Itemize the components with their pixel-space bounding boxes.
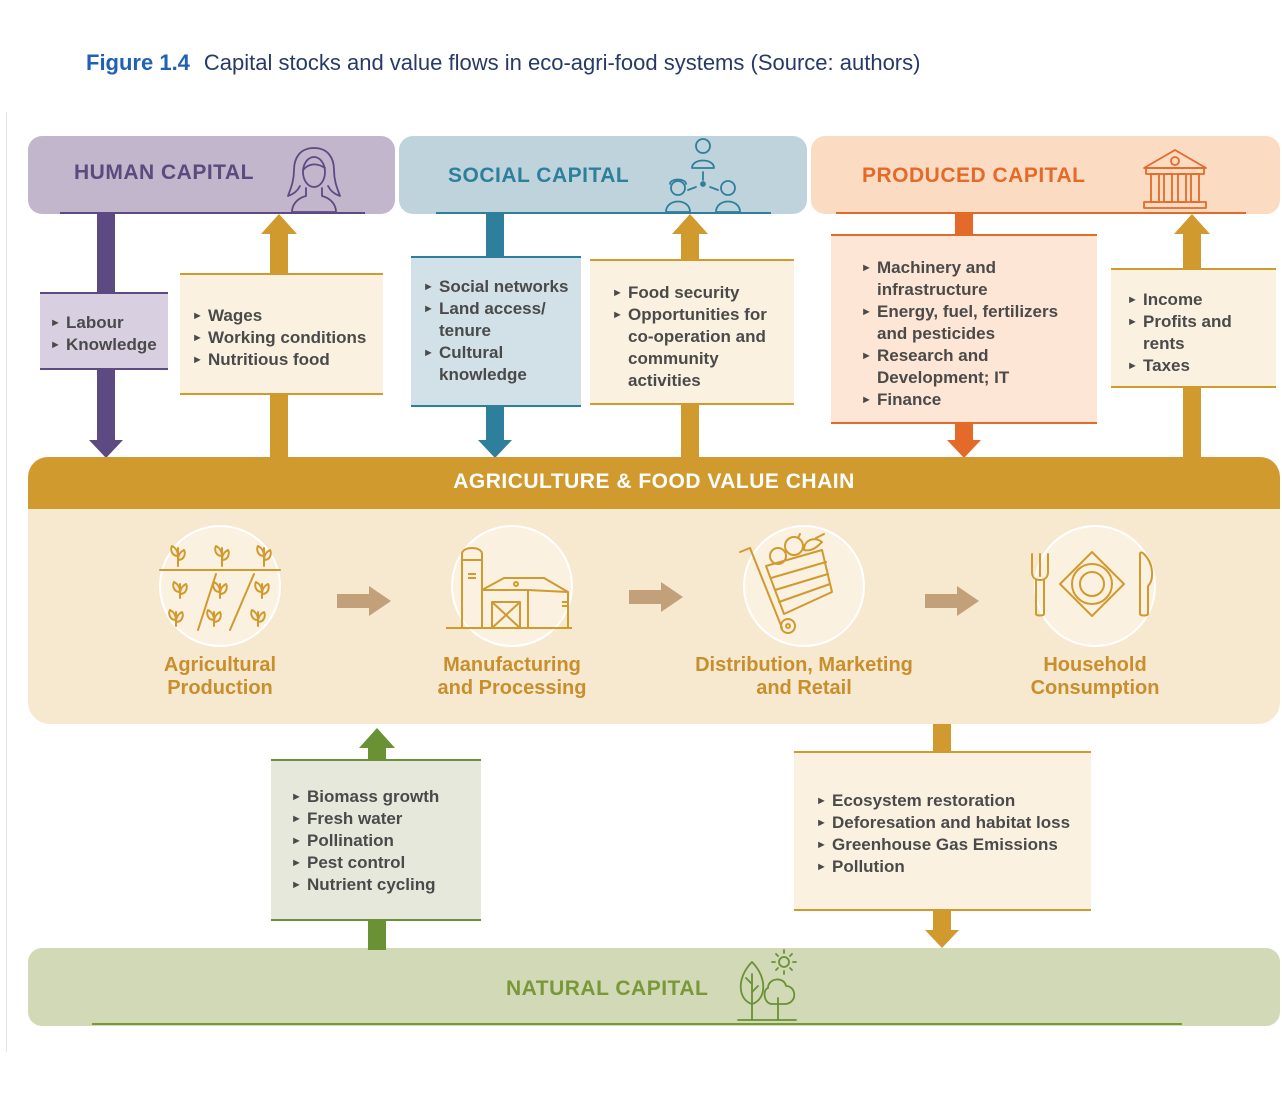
stage-label-line: Agricultural — [163, 654, 277, 676]
human-capital-title: HUMAN CAPITAL — [74, 161, 254, 184]
list-item: Research and Development; IT — [861, 345, 1091, 389]
produced-capital-title: PRODUCED CAPITAL — [862, 164, 1086, 187]
building-columns-icon — [1143, 149, 1207, 209]
stage-label-line: Household — [1043, 654, 1147, 676]
list-item: Cultural knowledge — [423, 342, 581, 386]
labour-arrow-head — [89, 440, 123, 458]
produced-inputs-box: Machinery and infrastructure Energy, fue… — [831, 234, 1097, 424]
produce-cart-icon — [739, 533, 833, 634]
ecosystem-services-arrow-head — [359, 728, 395, 748]
flow-arrow-icon — [629, 582, 683, 612]
crops-field-icon — [159, 545, 281, 631]
natural-capital-title: NATURAL CAPITAL — [506, 977, 709, 1000]
tree-sun-icon — [737, 949, 797, 1021]
social-capital-bar — [399, 136, 807, 214]
social-capital-title: SOCIAL CAPITAL — [448, 164, 630, 187]
panel-edge — [6, 112, 7, 1052]
value-chain-title: AGRICULTURE & FOOD VALUE CHAIN — [453, 470, 855, 493]
social-capital-underline — [436, 212, 771, 214]
stage-label-household: Household Consumption — [975, 654, 1215, 700]
produced-returns-box: Income Profits and rents Taxes — [1111, 268, 1276, 388]
list-item: Nutrient cycling — [291, 874, 481, 896]
list-item: Pest control — [291, 852, 481, 874]
list-item: Pollution — [816, 856, 1091, 878]
list-item: Opportunities for co-operation and commu… — [612, 304, 790, 392]
stage-label-line: Production — [167, 677, 273, 699]
stage-label-line: and Retail — [756, 677, 852, 699]
human-capital-underline — [60, 212, 365, 214]
figure-number: Figure 1.4 — [86, 50, 190, 75]
list-item: Greenhouse Gas Emissions — [816, 834, 1091, 856]
list-item: Finance — [861, 389, 1091, 411]
figure-caption: Capital stocks and value flows in eco-ag… — [203, 50, 921, 75]
stage-label-line: Consumption — [1030, 677, 1160, 699]
value-chain-bar — [28, 457, 1280, 509]
list-item: Energy, fuel, fertilizers and pesticides — [861, 301, 1091, 345]
natural-capital-bar — [28, 948, 1280, 1026]
factory-silo-icon — [446, 547, 572, 629]
list-item: Ecosystem restoration — [816, 790, 1091, 812]
stage-circle-2 — [451, 525, 573, 647]
people-network-icon — [665, 138, 741, 213]
list-item: Taxes — [1127, 355, 1272, 377]
produced-input-arrow-head — [947, 440, 981, 458]
list-item: Deforesation and habitat loss — [816, 812, 1091, 834]
stage-label-line: and Processing — [437, 677, 587, 699]
natural-impacts-box: Ecosystem restoration Deforesation and h… — [794, 751, 1091, 911]
produced-return-arrow-head — [1174, 214, 1210, 234]
stage-circle-4 — [1034, 525, 1156, 647]
produced-capital-underline — [836, 212, 1246, 214]
list-item: Income — [1127, 289, 1272, 311]
list-item: Nutritious food — [192, 349, 383, 371]
flow-arrow-icon — [925, 586, 979, 616]
list-item: Biomass growth — [291, 786, 481, 808]
stage-label-line: Distribution, Marketing — [695, 654, 913, 676]
natural-inputs-box: Biomass growth Fresh water Pollination P… — [271, 759, 481, 921]
natural-capital-underline — [92, 1023, 1182, 1025]
list-item: Labour — [50, 312, 168, 334]
list-item: Knowledge — [50, 334, 168, 356]
wages-arrow-head — [261, 214, 297, 234]
list-item: Wages — [192, 305, 383, 327]
impacts-arrow-head — [925, 930, 959, 948]
list-item: Profits and rents — [1127, 311, 1272, 355]
list-item: Pollination — [291, 830, 481, 852]
list-item: Food security — [612, 282, 790, 304]
list-item: Machinery and infrastructure — [861, 257, 1091, 301]
figure-title: Figure 1.4 Capital stocks and value flows… — [86, 50, 920, 76]
social-input-arrow-head — [478, 440, 512, 458]
stage-label-agricultural-production: Agricultural Production — [100, 654, 340, 700]
social-return-arrow-head — [672, 214, 708, 234]
produced-capital-bar — [811, 136, 1280, 214]
person-icon — [287, 147, 341, 213]
social-inputs-box: Social networks Land access/ tenure Cult… — [411, 256, 581, 407]
list-item: Working conditions — [192, 327, 383, 349]
list-item: Social networks — [423, 276, 581, 298]
stage-label-manufacturing: Manufacturing and Processing — [392, 654, 632, 700]
plate-cutlery-icon — [1031, 551, 1154, 617]
human-inputs-box: Labour Knowledge — [40, 292, 168, 370]
stage-label-line: Manufacturing — [443, 654, 581, 676]
list-item: Fresh water — [291, 808, 481, 830]
list-item: Land access/ tenure — [423, 298, 581, 342]
social-returns-box: Food security Opportunities for co-opera… — [590, 259, 794, 405]
flow-arrow-icon — [337, 586, 391, 616]
stage-label-distribution: Distribution, Marketing and Retail — [684, 654, 924, 700]
human-returns-box: Wages Working conditions Nutritious food — [180, 273, 383, 395]
